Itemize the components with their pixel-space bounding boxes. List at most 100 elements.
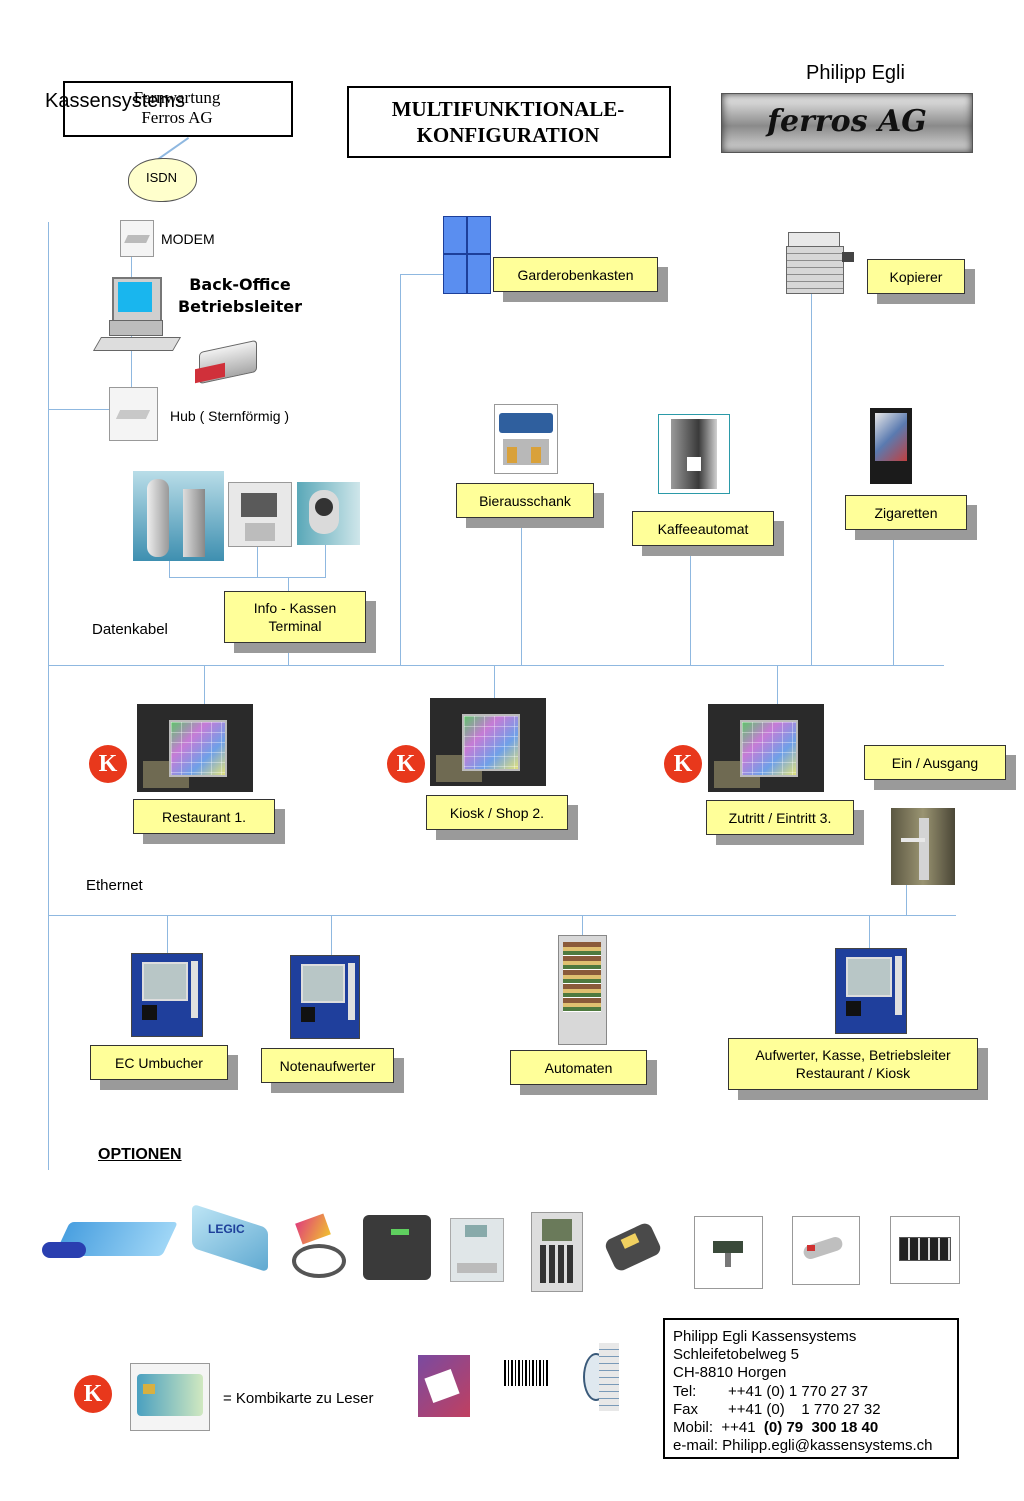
- info-terminal-photo-3: [297, 482, 360, 545]
- automaten-label: Automaten: [510, 1050, 647, 1085]
- ec-label: EC Umbucher: [90, 1045, 228, 1080]
- info-terminal-photo-2: [228, 482, 292, 547]
- modem-icon: [120, 220, 154, 257]
- remote-maintenance-label: Fernwartung Ferros AG: [133, 88, 221, 127]
- wall-reader-option-icon: [363, 1215, 431, 1280]
- hub-icon: [109, 387, 158, 441]
- contact-tel: Tel:++41 (0) 1 770 27 37: [673, 1382, 869, 1400]
- pos3-v: [777, 665, 778, 705]
- cash-drawer-option-icon: [890, 1216, 960, 1284]
- receipt-printer-icon: [418, 1355, 470, 1417]
- modem-label: MODEM: [161, 231, 215, 247]
- contact-name: Philipp Egli Kassensystems: [673, 1328, 857, 1345]
- copier-icon: [780, 232, 856, 294]
- scale-option-icon: [450, 1218, 504, 1282]
- info-b: [257, 545, 258, 578]
- page-title-box: [347, 86, 671, 158]
- hub-line: [48, 409, 110, 410]
- info-a: [169, 560, 170, 578]
- ferros-logo: ferros AG: [721, 93, 973, 153]
- barcode-icon: [504, 1360, 550, 1386]
- remote-maintenance-box: [63, 81, 293, 137]
- kaffee-v: [690, 544, 691, 666]
- notenaufwerter-photo: [290, 955, 360, 1039]
- cigarette-machine-icon: [870, 408, 912, 484]
- noten-v: [331, 915, 332, 955]
- ec-umbucher-photo: [131, 953, 203, 1037]
- contact-fax: Fax++41 (0) 1 770 27 32: [673, 1400, 881, 1418]
- pos1-v: [204, 665, 205, 705]
- pos-terminal-photo-3: [708, 704, 824, 792]
- contact-email[interactable]: e-mail: Philipp.egli@kassensystems.ch: [673, 1437, 933, 1455]
- isdn-label: ISDN: [146, 170, 178, 185]
- contact-mobil: Mobil: ++41 (0) 79 300 18 40: [673, 1419, 879, 1437]
- garderobe-h: [400, 274, 444, 275]
- isdn-cloud: [128, 158, 197, 202]
- contact-box: Philipp Egli Kassensystems Schleifetobel…: [663, 1318, 959, 1459]
- brand-top-left: Kassensystems: [45, 90, 186, 112]
- ethernet-bus: [48, 915, 956, 916]
- aufwerter-v: [869, 915, 870, 948]
- pos-terminal-photo-2: [430, 698, 546, 786]
- kiosk-label: Kiosk / Shop 2.: [426, 795, 568, 830]
- legic-card-label: LEGIC: [208, 1222, 245, 1236]
- info-terminal-photo-1: [133, 471, 224, 561]
- barcode-scanner-option-icon: [792, 1216, 860, 1285]
- card-reader-option-icon: [42, 1218, 178, 1266]
- vending-machine-photo: [558, 935, 607, 1045]
- handheld-option-icon: [531, 1212, 583, 1292]
- info-terminal-label: Info - Kassen Terminal: [224, 591, 366, 643]
- wristband-option-icon: [286, 1213, 346, 1278]
- beer-tap-icon: [494, 404, 558, 474]
- options-heading: OPTIONEN: [98, 1146, 182, 1163]
- customer-display-option-icon: [694, 1216, 763, 1289]
- label-roll-icon: [581, 1339, 625, 1415]
- pos2-v: [494, 665, 495, 700]
- bier-label: Bierausschank: [456, 483, 594, 518]
- aufwerter-label: Aufwerter, Kasse, Betriebsleiter Restaur…: [728, 1038, 978, 1090]
- garderobe-v: [400, 274, 401, 666]
- kombikarte-label: = Kombikarte zu Leser: [223, 1390, 374, 1407]
- zigaretten-v: [893, 528, 894, 666]
- ec-v: [167, 915, 168, 953]
- payment-terminal-option-icon: [602, 1221, 664, 1273]
- zigaretten-label: Zigaretten: [845, 495, 967, 530]
- turnstile-photo: [891, 808, 955, 885]
- pos-terminal-photo-1: [137, 704, 253, 792]
- noten-label: Notenaufwerter: [261, 1048, 394, 1083]
- restaurant-label: Restaurant 1.: [133, 799, 275, 834]
- datenkabel-bus: [48, 665, 944, 666]
- bier-v: [521, 516, 522, 666]
- page-title: MULTIFUNKTIONALE- KONFIGURATION: [391, 97, 625, 147]
- ethernet-label: Ethernet: [86, 877, 143, 894]
- contact-city: CH-8810 Horgen: [673, 1364, 787, 1382]
- author-name: Philipp Egli: [806, 62, 905, 84]
- aufwerter-photo: [835, 948, 907, 1034]
- info-c: [325, 545, 326, 578]
- computer-icon: [92, 277, 182, 355]
- contact-street: Schleifetobelweg 5: [673, 1346, 799, 1364]
- kopierer-v: [811, 290, 812, 666]
- ferros-logo-text: ferros AG: [767, 104, 927, 139]
- garderobe-label: Garderobenkasten: [493, 257, 658, 292]
- automaten-v: [582, 915, 583, 935]
- info-h: [169, 577, 326, 578]
- k-badge-1: K: [89, 745, 127, 783]
- zutritt-label: Zutritt / Eintritt 3.: [706, 800, 854, 835]
- k-badge-3: K: [664, 745, 702, 783]
- hub-label: Hub ( Sternförmig ): [170, 408, 290, 424]
- coffee-machine-icon: [658, 414, 730, 494]
- ein-ausgang-label: Ein / Ausgang: [864, 745, 1006, 780]
- k-badge-2: K: [387, 745, 425, 783]
- locker-icon: [443, 216, 491, 294]
- k-badge-legend: K: [74, 1375, 112, 1413]
- backoffice-label: Back-Office Betriebsleiter: [177, 275, 303, 316]
- printer-icon: [193, 339, 261, 386]
- legic-card-option-icon: LEGIC: [182, 1203, 272, 1273]
- turnstile-v: [906, 885, 907, 916]
- datenkabel-label: Datenkabel: [92, 621, 168, 638]
- kopierer-label: Kopierer: [867, 259, 965, 294]
- kaffee-label: Kaffeeautomat: [632, 511, 774, 546]
- left-vertical-line: [48, 222, 49, 1170]
- combicard-icon: [130, 1363, 210, 1431]
